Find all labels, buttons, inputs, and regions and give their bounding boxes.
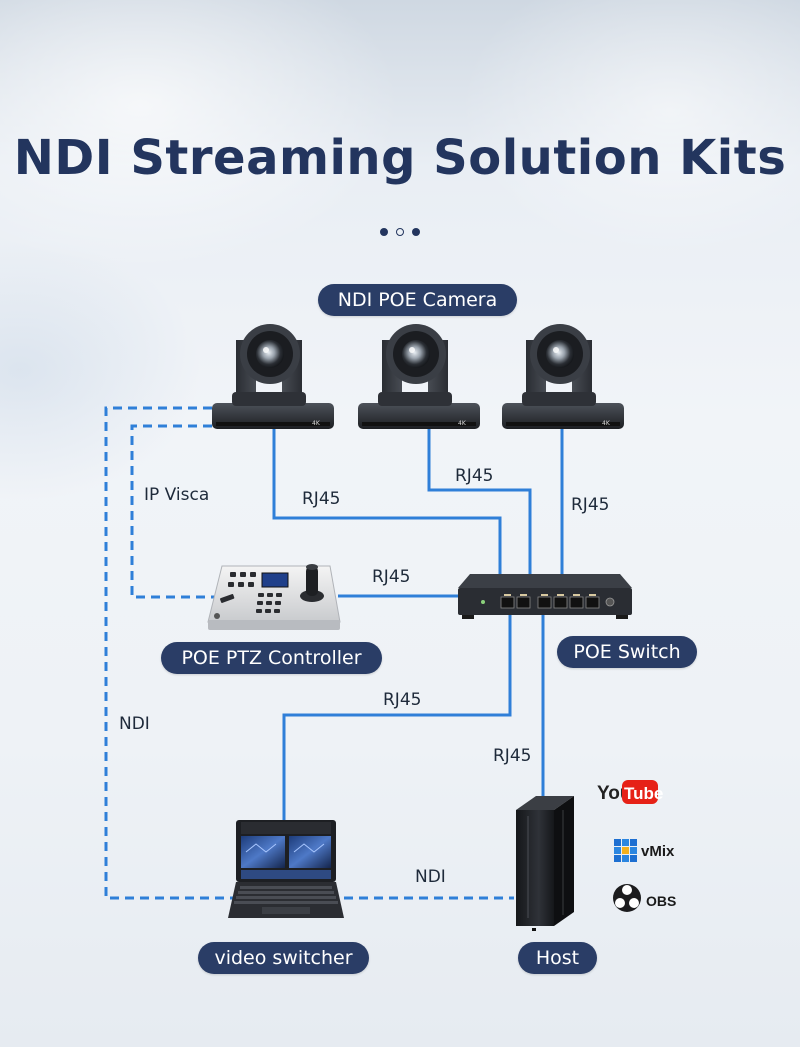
carousel-dot-active[interactable] (396, 228, 404, 236)
ndi-label-left: NDI (119, 714, 150, 734)
rj45-label-cam2: RJ45 (455, 466, 494, 486)
rj45-line-cam1 (272, 428, 502, 580)
carousel-dot[interactable] (412, 228, 420, 236)
page-title: NDI Streaming Solution Kits (13, 130, 787, 186)
youtube-tube-text: Tube (624, 784, 663, 803)
rj45-label-cam3: RJ45 (571, 495, 610, 515)
ptz-camera-1: 4K (212, 324, 334, 429)
ip-visca-dashed-line (130, 424, 214, 599)
rj45-label-controller: RJ45 (372, 567, 411, 587)
ndi-label-bottom: NDI (415, 867, 446, 887)
ptz-camera-3: 4K (502, 324, 624, 429)
obs-logo: OBS (613, 884, 676, 912)
rj45-label-cam1: RJ45 (302, 489, 341, 509)
host-pc-tower (516, 796, 574, 931)
label-poe-switch: POE Switch (557, 636, 697, 668)
vmix-text: vMix (641, 843, 675, 860)
label-poe-ptz-controller: POE PTZ Controller (161, 642, 382, 674)
rj45-label-video-switcher: RJ45 (383, 690, 422, 710)
ptz-camera-2: 4K (358, 324, 480, 429)
carousel-dot[interactable] (380, 228, 388, 236)
solid-links (272, 428, 564, 820)
rj45-line-cam2 (427, 428, 532, 580)
dashed-links (104, 406, 514, 900)
poe-switch-device (458, 574, 632, 619)
ip-visca-label: IP Visca (144, 485, 210, 505)
ndi-dashed-line (104, 406, 236, 900)
label-video-switcher: video switcher (198, 942, 369, 974)
video-switcher-laptop (228, 820, 344, 918)
obs-text: OBS (646, 893, 676, 909)
rj45-label-host: RJ45 (493, 746, 532, 766)
label-host: Host (518, 942, 597, 974)
carousel-dots (378, 226, 424, 238)
label-ndi-poe-camera: NDI POE Camera (318, 284, 517, 316)
ptz-controller-device (207, 564, 341, 630)
camera-badge-4k: 4K (312, 420, 321, 427)
youtube-logo: You Tube (597, 780, 663, 804)
camera-badge-4k: 4K (458, 420, 467, 427)
camera-badge-4k: 4K (602, 420, 611, 427)
rj45-line-video-switcher (282, 615, 512, 820)
vmix-logo: vMix (614, 839, 675, 862)
